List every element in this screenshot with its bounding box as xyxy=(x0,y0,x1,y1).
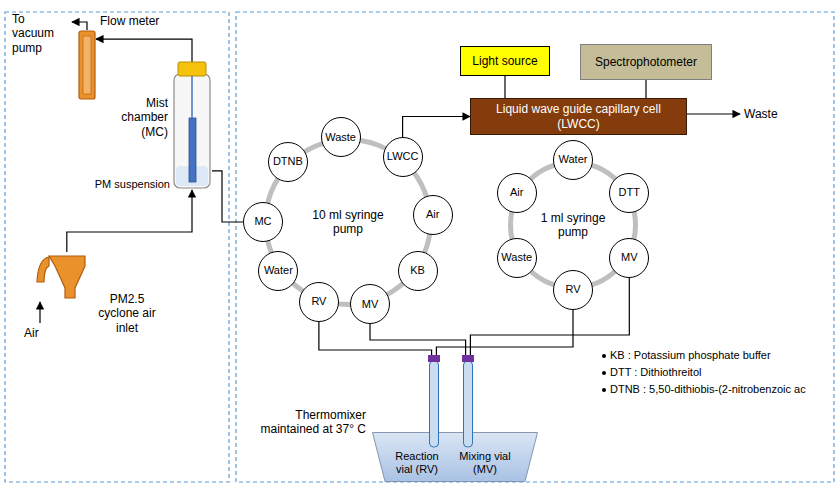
shape-label: Mixing vial (MV) xyxy=(456,450,514,476)
valve-port: DTNB xyxy=(268,142,308,182)
shape-label: Mist chamber (MC) xyxy=(106,96,168,139)
port-label: Waste xyxy=(325,131,356,144)
port-label: LWCC xyxy=(387,150,419,163)
valve-port: MC xyxy=(243,202,283,242)
analysis-panel xyxy=(236,12,834,482)
tube-connector xyxy=(96,39,192,62)
valve-port: RV xyxy=(553,270,593,310)
cyclone-inlet: PM2.5 cyclone air inlet xyxy=(35,252,88,300)
suspension-label: PM suspension xyxy=(86,178,170,191)
tube-connector xyxy=(212,171,243,222)
shape-label: Flow meter xyxy=(100,14,164,28)
shape-label: PM2.5 cyclone air inlet xyxy=(93,292,161,335)
waste-label: Waste xyxy=(744,107,794,121)
valve-port: Water xyxy=(553,140,593,180)
shape-label: Reaction vial (RV) xyxy=(388,450,446,476)
legend-note: DTT : Dithiothreitol xyxy=(610,366,834,379)
air-arrow xyxy=(39,302,40,323)
vacuum-arrow xyxy=(72,22,87,30)
port-label: Air xyxy=(426,208,439,221)
tube-connector xyxy=(319,322,432,355)
valve-port: MV xyxy=(350,284,390,324)
mist-chamber-shape xyxy=(172,62,212,190)
port-label: RV xyxy=(565,283,580,296)
waste-arrow xyxy=(685,113,740,114)
valve-port: KB xyxy=(398,251,438,291)
valve-port: Waste xyxy=(321,117,361,157)
tube-connector xyxy=(470,278,629,356)
valve-port: RV xyxy=(299,282,339,322)
port-label: MV xyxy=(362,298,379,311)
node-label: Light source xyxy=(472,54,537,68)
sampling-panel xyxy=(5,12,229,482)
tube-connector xyxy=(403,117,470,137)
valve-port: Air xyxy=(497,173,537,213)
port-label: Air xyxy=(510,186,523,199)
valve-port: Waste xyxy=(497,238,537,278)
valve-port: MV xyxy=(609,238,649,278)
legend-note: KB : Potassium phosphate buffer xyxy=(610,349,834,362)
flow-meter: Flow meter xyxy=(78,30,96,100)
port-label: Water xyxy=(264,264,293,277)
port-label: MC xyxy=(254,215,271,228)
outlet-label: To vacuum pump xyxy=(12,12,68,55)
bullet xyxy=(602,354,606,358)
port-label: DTT xyxy=(619,186,640,199)
bullet xyxy=(602,371,606,375)
port-label: Waste xyxy=(501,251,532,264)
legend-note: DTNB : 5,50-dithiobis-(2-nitrobenzoic ac xyxy=(610,383,834,396)
tube-connector xyxy=(436,310,573,355)
node-label: 1 ml syringe pump xyxy=(537,211,609,240)
port-label: KB xyxy=(410,264,425,277)
node-label: 10 ml syringe pump xyxy=(312,208,384,237)
port-label: MV xyxy=(621,251,638,264)
node-label: Liquid wave guide capillary cell (LWCC) xyxy=(475,102,682,131)
flow-meter-shape xyxy=(78,30,96,100)
tube-connector xyxy=(67,190,192,252)
mixing-vial: Mixing vial (MV) xyxy=(462,355,474,448)
shape-label: Thermomixer maintained at 37° C xyxy=(238,408,366,437)
tube-connector xyxy=(645,80,646,98)
valve-port: LWCC xyxy=(383,137,423,177)
node-label: Spectrophotometer xyxy=(595,55,697,69)
tube-connector xyxy=(504,76,505,98)
tube-connector xyxy=(370,324,466,355)
reaction-vial-shape xyxy=(428,355,440,448)
cyclone-inlet-shape xyxy=(35,252,88,300)
mist-chamber: Mist chamber (MC) xyxy=(172,62,212,190)
valve-port: DTT xyxy=(609,173,649,213)
mixing-vial-shape xyxy=(462,355,474,448)
port-label: DTNB xyxy=(273,155,303,168)
valve-port: Water xyxy=(258,251,298,291)
spectrophotometer-box: Spectrophotometer xyxy=(580,44,712,80)
valve-port: Air xyxy=(413,195,453,235)
bullet xyxy=(602,388,606,392)
inlet-label: Air xyxy=(24,326,54,340)
light-source-box: Light source xyxy=(460,46,550,76)
thermomixer: Thermomixer maintained at 37° CReaction … xyxy=(372,432,538,482)
port-label: RV xyxy=(311,295,326,308)
lwcc-box: Liquid wave guide capillary cell (LWCC) xyxy=(470,98,687,135)
port-label: Water xyxy=(559,153,588,166)
reaction-vial: Reaction vial (RV) xyxy=(428,355,440,448)
